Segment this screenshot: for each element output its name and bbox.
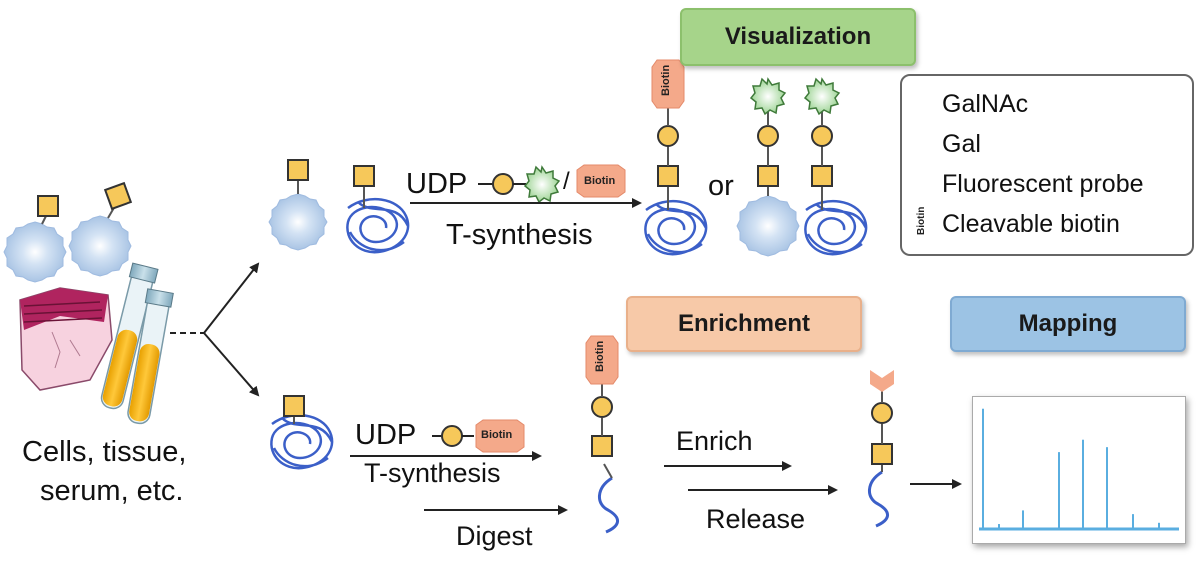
galnac-square-icon <box>287 159 309 181</box>
tissue-block-icon <box>19 287 113 391</box>
gal-circle-icon <box>657 125 679 147</box>
enrich-label: Enrich <box>676 426 753 456</box>
galnac-square-icon <box>591 435 613 457</box>
galnac-square-icon <box>283 395 305 417</box>
mapping-header: Mapping <box>950 296 1186 352</box>
gal-circle-icon <box>757 125 779 147</box>
top-reagent-glyphs <box>478 164 626 204</box>
top-product-probe-cell <box>736 77 800 257</box>
fluorescent-probe-star-icon <box>523 165 561 204</box>
bottom-reagent-glyphs <box>432 419 525 453</box>
legend-box: GalNAc Gal Fluorescent probe Cleavable b… <box>900 74 1194 256</box>
sample-label-line1: Cells, tissue, <box>22 436 187 468</box>
galnac-square-icon <box>103 181 133 211</box>
top-product-probe-protein <box>803 77 868 256</box>
branch-arrows <box>170 262 260 397</box>
or-label: or <box>708 170 734 202</box>
gal-circle-icon <box>591 396 613 418</box>
protein-icon <box>644 199 708 256</box>
gal-circle-icon <box>441 425 463 447</box>
top-slash-label: / <box>563 168 570 195</box>
protein-icon <box>270 413 334 470</box>
bottom-biotin-tag-label: Biotin <box>481 429 513 441</box>
protein-icon <box>346 197 410 254</box>
top-product-biotin <box>644 59 708 256</box>
galnac-square-icon <box>811 165 833 187</box>
digest-label: Digest <box>456 521 533 551</box>
legend-biotin-tag-label: Biotin <box>916 206 927 235</box>
test-tube-icon <box>127 288 174 425</box>
bottom-path-start <box>270 395 334 470</box>
sample-cell-icon <box>68 215 132 277</box>
legend-item-fluorescent-probe: Fluorescent probe <box>942 170 1144 198</box>
legend-item-gal: Gal <box>942 130 981 158</box>
peptide-biotin-tag-label: Biotin <box>594 340 606 372</box>
galnac-square-icon <box>353 165 375 187</box>
legend-item-cleavable-biotin: Cleavable biotin <box>942 210 1120 238</box>
released-glycopeptide <box>868 370 894 528</box>
sample-cell-icon <box>3 221 67 283</box>
test-tube-icon <box>100 262 159 410</box>
cleavable-biotin-icon <box>576 164 626 198</box>
top-path-start <box>268 159 410 254</box>
galnac-square-icon <box>37 195 59 217</box>
bottom-reaction-label: T-synthesis <box>364 458 501 488</box>
cell-icon <box>736 195 800 257</box>
cleavable-biotin-icon <box>585 335 619 385</box>
protein-icon <box>804 199 868 256</box>
visualization-header: Visualization <box>680 8 916 66</box>
top-udp-label: UDP <box>406 168 468 200</box>
fluorescent-probe-star-icon <box>749 77 787 116</box>
release-label: Release <box>706 504 806 534</box>
galnac-square-icon <box>871 443 893 465</box>
top-reaction-label: T-synthesis <box>446 219 593 251</box>
mass-spectrum-plot <box>979 408 1179 531</box>
top-biotin-tag-label: Biotin <box>584 175 616 187</box>
enrichment-header: Enrichment <box>626 296 862 352</box>
gal-circle-icon <box>871 402 893 424</box>
legend-item-galnac: GalNAc <box>942 90 1029 118</box>
fluorescent-probe-star-icon <box>803 77 841 116</box>
cell-icon <box>268 193 328 251</box>
bottom-udp-label: UDP <box>355 419 417 451</box>
sample-illustration <box>3 181 174 425</box>
top-product-biotin-tag-label: Biotin <box>660 64 672 96</box>
mass-spectrum-panel <box>972 396 1186 544</box>
cleaved-tag-icon <box>870 370 894 392</box>
gal-circle-icon <box>492 173 514 195</box>
biotinylated-peptide <box>585 335 619 534</box>
gal-circle-icon <box>811 125 833 147</box>
galnac-square-icon <box>757 165 779 187</box>
sample-label-line2: serum, etc. <box>40 475 184 507</box>
cleavable-biotin-icon <box>475 419 525 453</box>
galnac-square-icon <box>657 165 679 187</box>
